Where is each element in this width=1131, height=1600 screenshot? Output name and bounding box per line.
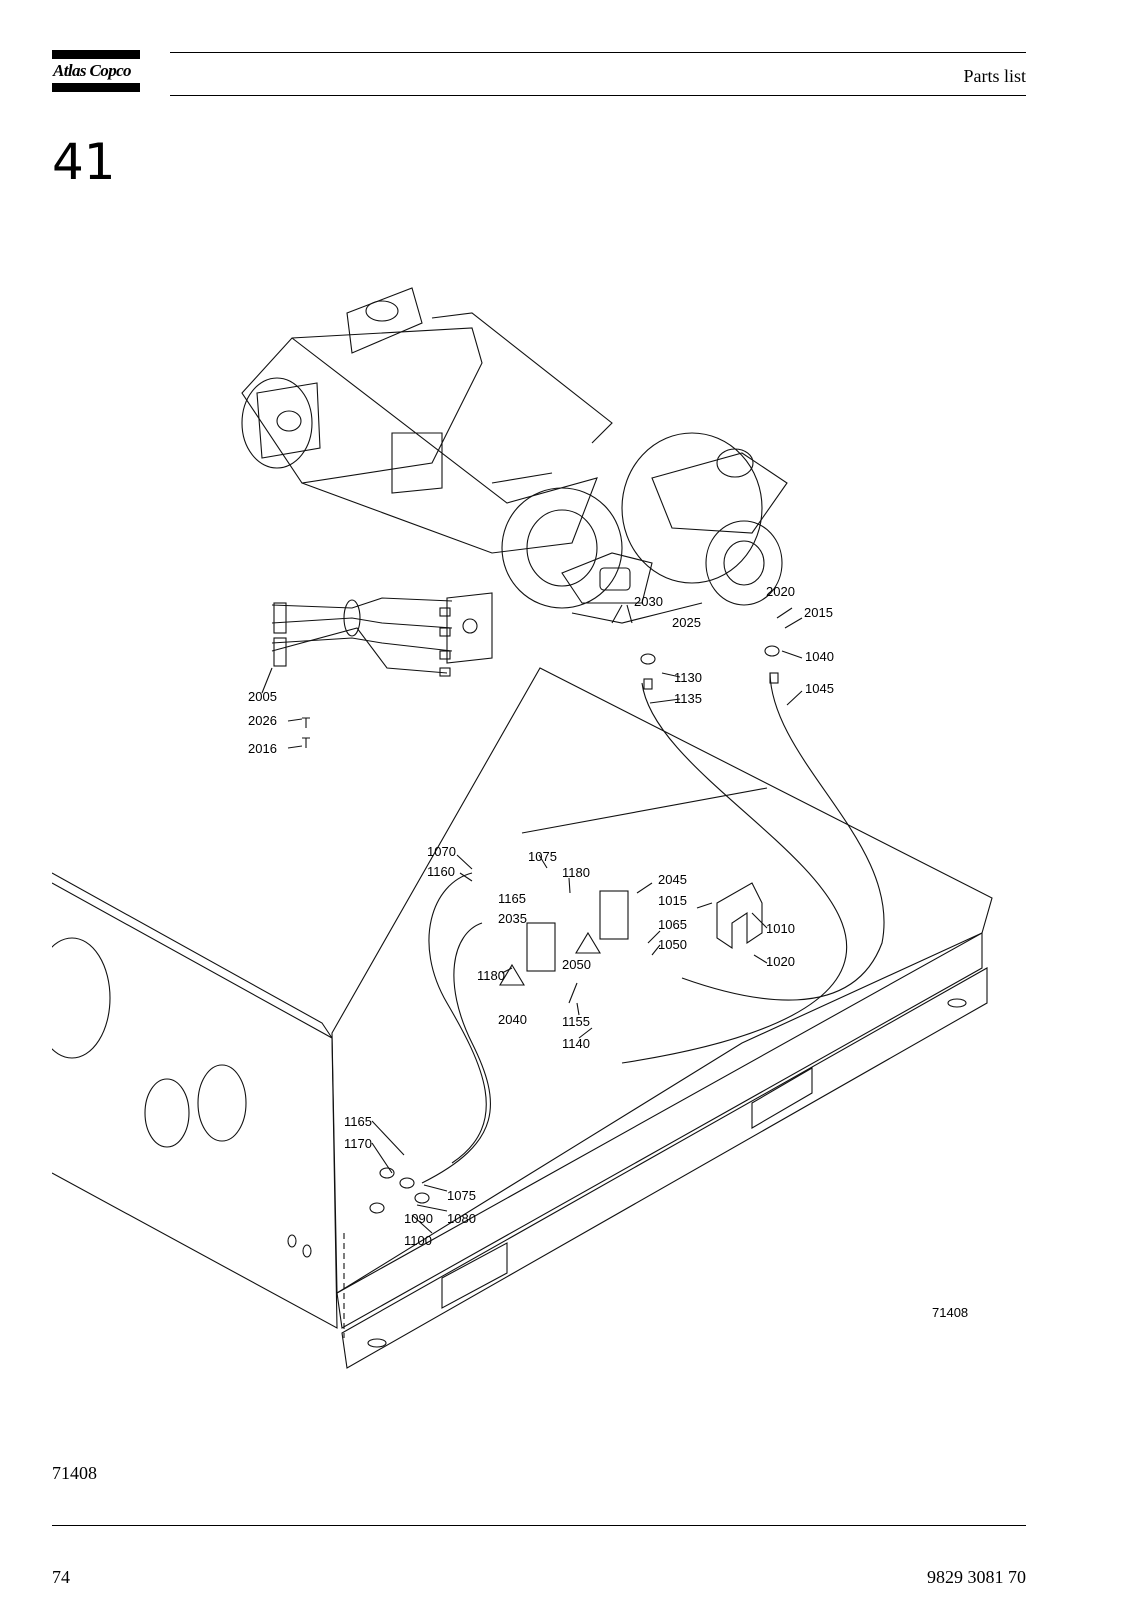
figure-reference: 71408 bbox=[52, 1463, 97, 1483]
callout-label: 1015 bbox=[658, 893, 687, 908]
callout-label: 2040 bbox=[498, 1012, 527, 1027]
callout-label: 1140 bbox=[562, 1036, 590, 1051]
atlas-copco-logo: Atlas Copco bbox=[52, 50, 140, 94]
callout-label: 1180 bbox=[477, 968, 505, 983]
callout-label: 1180 bbox=[562, 865, 590, 880]
callout-label: 1075 bbox=[528, 849, 557, 864]
section-title: Parts list bbox=[963, 66, 1026, 86]
callout-label: 1090 bbox=[404, 1211, 433, 1226]
callout-label: 2035 bbox=[498, 911, 527, 926]
document-number: 9829 3081 70 bbox=[927, 1567, 1026, 1587]
callout-label: 2005 bbox=[248, 689, 277, 704]
callout-label: 2016 bbox=[248, 741, 277, 756]
callout-label: 1070 bbox=[427, 844, 456, 859]
callout-label: 1100 bbox=[404, 1233, 432, 1248]
callout-label: 1170 bbox=[344, 1136, 372, 1151]
header-rule-top bbox=[170, 52, 1026, 53]
section-number: 41 bbox=[52, 133, 116, 191]
logo-bar-bottom bbox=[52, 83, 140, 92]
callout-label: 1165 bbox=[344, 1114, 372, 1129]
callout-label: 2025 bbox=[672, 615, 701, 630]
callout-label: 2015 bbox=[804, 605, 833, 620]
footer-rule bbox=[52, 1525, 1026, 1526]
callout-label: 2026 bbox=[248, 713, 277, 728]
callout-label: 2030 bbox=[634, 594, 663, 609]
callout-label: 1155 bbox=[562, 1014, 590, 1029]
callout-label: 1075 bbox=[447, 1188, 476, 1203]
drawing-number: 71408 bbox=[932, 1305, 968, 1320]
callout-label: 1050 bbox=[658, 937, 687, 952]
callout-label: 2050 bbox=[562, 957, 591, 972]
callout-label: 1080 bbox=[447, 1211, 476, 1226]
callout-label: 1040 bbox=[805, 649, 834, 664]
callout-label: 1010 bbox=[766, 921, 795, 936]
callout-labels: 2005 2026 2016 2030 2025 2020 2015 1130 … bbox=[248, 584, 968, 1320]
callout-label: 1160 bbox=[427, 864, 455, 879]
callout-label: 1130 bbox=[674, 670, 702, 685]
logo-bar-top bbox=[52, 50, 140, 59]
callout-label: 2045 bbox=[658, 872, 687, 887]
header-rule-bottom bbox=[170, 95, 1026, 96]
base-frame-drawing bbox=[52, 287, 993, 1369]
callout-label: 1065 bbox=[658, 917, 687, 932]
page-number: 74 bbox=[52, 1567, 70, 1587]
callout-label: 1020 bbox=[766, 954, 795, 969]
parts-drawing: 2005 2026 2016 2030 2025 2020 2015 1130 … bbox=[52, 243, 1034, 1383]
logo-wordmark: Atlas Copco bbox=[53, 61, 132, 80]
exploded-view-svg: 2005 2026 2016 2030 2025 2020 2015 1130 … bbox=[52, 287, 993, 1369]
callout-label: 1165 bbox=[498, 891, 526, 906]
callout-label: 1045 bbox=[805, 681, 834, 696]
callout-label: 2020 bbox=[766, 584, 795, 599]
callout-label: 1135 bbox=[674, 691, 702, 706]
